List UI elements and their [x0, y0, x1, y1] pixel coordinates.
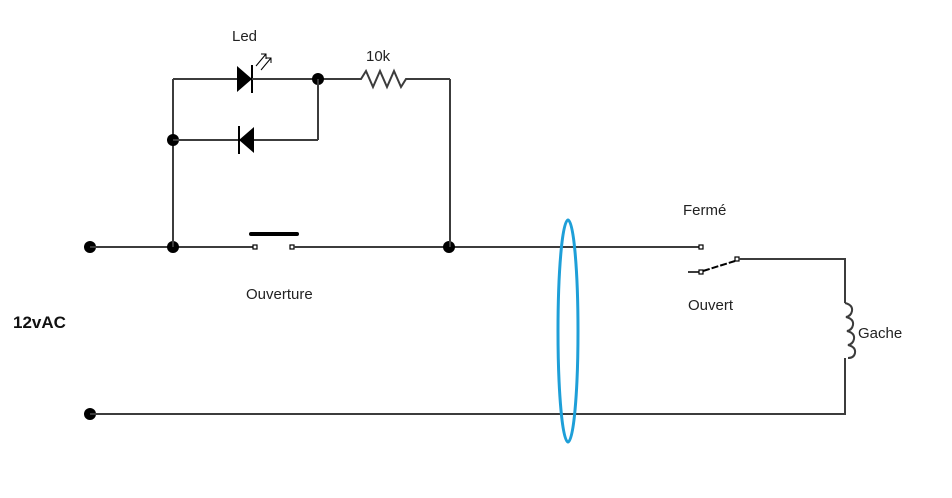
wire-return — [90, 358, 846, 415]
pushbutton — [249, 232, 299, 250]
cable-highlight-ellipse — [556, 218, 580, 444]
supply-label: 12vAC — [13, 313, 66, 332]
pushbutton-label: Ouverture — [246, 286, 313, 303]
led — [237, 53, 272, 93]
pushbutton-terminal-left — [252, 244, 258, 250]
wire-switch-to-coil — [739, 258, 846, 303]
switch-common — [734, 256, 740, 262]
coil-label: Gache — [858, 325, 902, 342]
switch-contact-open — [698, 269, 704, 275]
led-triangle — [237, 66, 252, 92]
light-emission-icon — [255, 53, 272, 71]
led-label: Led — [232, 28, 257, 45]
pushbutton-terminal-right — [289, 244, 295, 250]
resistor — [356, 68, 450, 90]
supply-terminals — [84, 241, 96, 420]
diode — [238, 126, 254, 154]
switch-contact-closed — [698, 244, 704, 250]
resistor-label: 10k — [366, 48, 391, 65]
relay-closed-label: Fermé — [683, 202, 726, 219]
switch-blade — [702, 260, 736, 272]
relay-open-label: Ouvert — [688, 297, 734, 314]
relay-switch — [688, 244, 740, 275]
coil — [844, 302, 857, 359]
diode-triangle — [239, 127, 254, 153]
